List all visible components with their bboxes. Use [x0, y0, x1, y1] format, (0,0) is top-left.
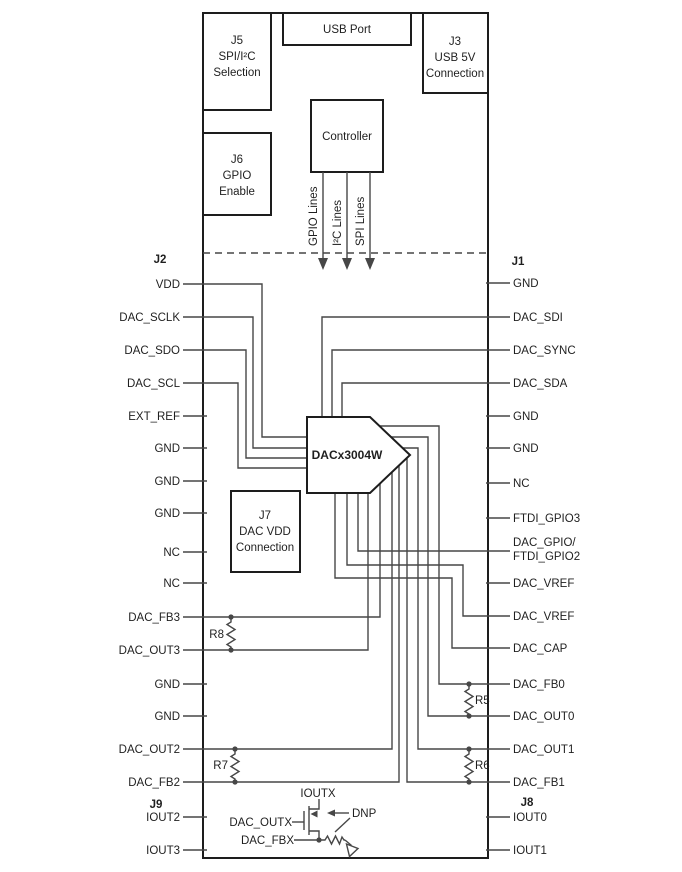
j9-pin-labels: IOUT2 IOUT3 — [146, 812, 180, 857]
j2-pin-labels: VDD DAC_SCLK DAC_SDO DAC_SCL EXT_REF GND… — [119, 279, 181, 789]
pin-label: DAC_CAP — [513, 643, 568, 655]
pin-label: DAC_GPIO/ — [513, 537, 576, 549]
pin-label: GND — [513, 411, 539, 423]
i2c-lines-label: I²C Lines — [332, 200, 344, 246]
pin-label: DAC_FB3 — [128, 612, 180, 624]
arrow-down-icon — [365, 258, 375, 270]
arrow-down-icon — [342, 258, 352, 270]
pin-label: GND — [513, 443, 539, 455]
j3-line1: J3 — [449, 36, 461, 48]
ioutx-net-label: IOUTX — [300, 788, 335, 800]
pin-label: EXT_REF — [128, 411, 180, 423]
dac-chip: DACx3004W — [306, 416, 412, 494]
resistor-r5: R5 — [463, 681, 490, 719]
pin-label: DAC_SDO — [124, 345, 180, 357]
controller-label: Controller — [322, 131, 372, 143]
pin-label: DAC_SYNC — [513, 345, 576, 357]
r8-label: R8 — [209, 629, 224, 641]
resistor-r6: R6 — [463, 746, 490, 785]
dac-fbx-net-label: DAC_FBX — [241, 835, 294, 847]
header-j9: J9 — [150, 799, 163, 811]
pin-label: IOUT2 — [146, 812, 180, 824]
pin-label: GND — [154, 711, 180, 723]
resistor-r8: R8 — [209, 614, 237, 653]
j6-line2: GPIO — [223, 170, 252, 182]
pin-label: GND — [154, 476, 180, 488]
pin-label: DAC_SDI — [513, 312, 563, 324]
pin-label: GND — [154, 679, 180, 691]
pin-label: DAC_VREF — [513, 578, 574, 590]
j7-line1: J7 — [259, 510, 271, 522]
pin-label: NC — [513, 478, 530, 490]
usb-port-box — [282, 12, 412, 46]
dnp-callout: DNP — [327, 808, 377, 833]
j3-line3: Connection — [426, 68, 484, 80]
gpio-lines-label: GPIO Lines — [308, 186, 320, 246]
j5-line1: J5 — [231, 35, 243, 47]
pin-label: DAC_SCLK — [119, 312, 180, 324]
j5-box — [202, 12, 272, 111]
pin-label: DAC_OUT0 — [513, 711, 574, 723]
arrow-down-icon — [318, 258, 328, 270]
pin-label: FTDI_GPIO2 — [513, 551, 580, 563]
resistor-r7: R7 — [213, 746, 241, 785]
j7-line2: DAC VDD — [239, 526, 291, 538]
pin-label: DAC_OUT2 — [119, 744, 180, 756]
pin-label: NC — [163, 547, 180, 559]
pin-label: DAC_FB0 — [513, 679, 565, 691]
mosfet-icon — [292, 799, 320, 840]
header-j1: J1 — [512, 256, 525, 268]
j3-line2: USB 5V — [435, 52, 476, 64]
fbx-resistor-icon — [294, 834, 345, 846]
j3-box — [422, 12, 489, 94]
j7-line3: Connection — [236, 542, 294, 554]
pin-label: DAC_SCL — [127, 378, 181, 390]
pin-label: GND — [154, 443, 180, 455]
top-section: USB Port J5 SPI/I²C Selection J3 USB 5V … — [202, 12, 489, 216]
dnp-label: DNP — [352, 808, 377, 820]
header-j8: J8 — [521, 797, 534, 809]
header-j2: J2 — [154, 254, 167, 266]
r5-label: R5 — [475, 695, 490, 707]
pin-label: DAC_VREF — [513, 611, 574, 623]
pin-label: IOUT1 — [513, 845, 547, 857]
usb-port-label: USB Port — [323, 24, 372, 36]
pin-label: DAC_FB1 — [513, 777, 565, 789]
j5-line2: SPI/I²C — [218, 51, 255, 63]
j6-box — [202, 132, 272, 216]
pin-label: IOUT3 — [146, 845, 180, 857]
pin-label: VDD — [156, 279, 180, 291]
j7-box — [230, 490, 301, 573]
r7-label: R7 — [213, 760, 228, 772]
pin-label: FTDI_GPIO3 — [513, 513, 580, 525]
pin-label: DAC_OUT1 — [513, 744, 574, 756]
ground-icon — [344, 839, 360, 858]
pin-label: GND — [154, 508, 180, 520]
r6-label: R6 — [475, 760, 490, 772]
j6-line3: Enable — [219, 186, 255, 198]
dac-chip-label: DACx3004W — [312, 448, 383, 462]
pin-label: GND — [513, 278, 539, 290]
j8-pin-labels: IOUT0 IOUT1 — [513, 812, 547, 857]
pin-label: NC — [163, 578, 180, 590]
j5-line3: Selection — [213, 67, 260, 79]
spi-lines-label: SPI Lines — [355, 197, 367, 246]
pin-label: IOUT0 — [513, 812, 547, 824]
pin-label: DAC_FB2 — [128, 777, 180, 789]
j1-pin-labels: GND DAC_SDI DAC_SYNC DAC_SDA GND GND NC … — [513, 278, 580, 789]
controller-buses: GPIO Lines I²C Lines SPI Lines — [308, 172, 375, 270]
j6-line1: J6 — [231, 154, 243, 166]
pin-label: DAC_SDA — [513, 378, 568, 390]
dac-outx-net-label: DAC_OUTX — [229, 817, 292, 829]
pin-label: DAC_OUT3 — [119, 645, 180, 657]
